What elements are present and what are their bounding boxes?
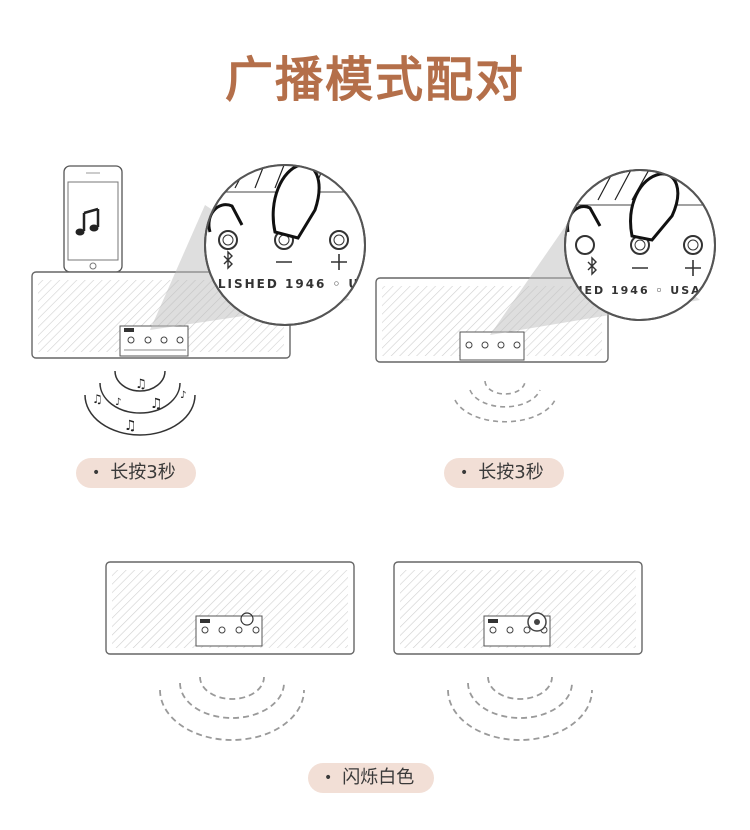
caption-text: 长按3秒	[478, 462, 544, 483]
caption-text: 长按3秒	[110, 462, 176, 483]
sound-waves	[454, 380, 556, 423]
bullet-icon: •	[324, 770, 333, 786]
page-title: 广播模式配对	[224, 52, 525, 108]
smartphone	[63, 165, 123, 273]
bullet-icon: •	[92, 465, 101, 481]
svg-text:♫: ♫	[92, 392, 103, 406]
svg-text:♫: ♫	[124, 418, 137, 434]
svg-text:♫: ♫	[135, 377, 147, 392]
zoom-label: LISHED 1946 ◦ USA	[548, 284, 701, 297]
step-caption: • 长按3秒	[444, 458, 564, 488]
zoom-bubble: LISHED 1946 ◦ USA	[548, 169, 716, 321]
speaker-unit	[105, 561, 355, 655]
bluetooth-icon	[223, 250, 233, 270]
svg-text:♪: ♪	[180, 390, 186, 401]
zoom-label: LISHED 1946 ◦ USA	[218, 277, 382, 291]
sound-output: ♫ ♫ ♪ ♫ ♪ ♫	[84, 370, 196, 436]
zoom-bubble: LISHED 1946 ◦ USA	[204, 164, 382, 326]
speaker-unit	[393, 561, 643, 655]
sound-waves	[159, 676, 305, 741]
step-caption: • 长按3秒	[76, 458, 196, 488]
svg-text:♪: ♪	[115, 397, 121, 408]
step-caption: • 闪烁白色	[308, 763, 435, 793]
svg-text:♫: ♫	[150, 396, 163, 412]
bluetooth-icon	[587, 256, 597, 276]
music-note-icon	[75, 207, 100, 236]
bullet-icon: •	[460, 465, 469, 481]
sound-waves	[447, 676, 593, 741]
caption-text: 闪烁白色	[342, 767, 415, 788]
